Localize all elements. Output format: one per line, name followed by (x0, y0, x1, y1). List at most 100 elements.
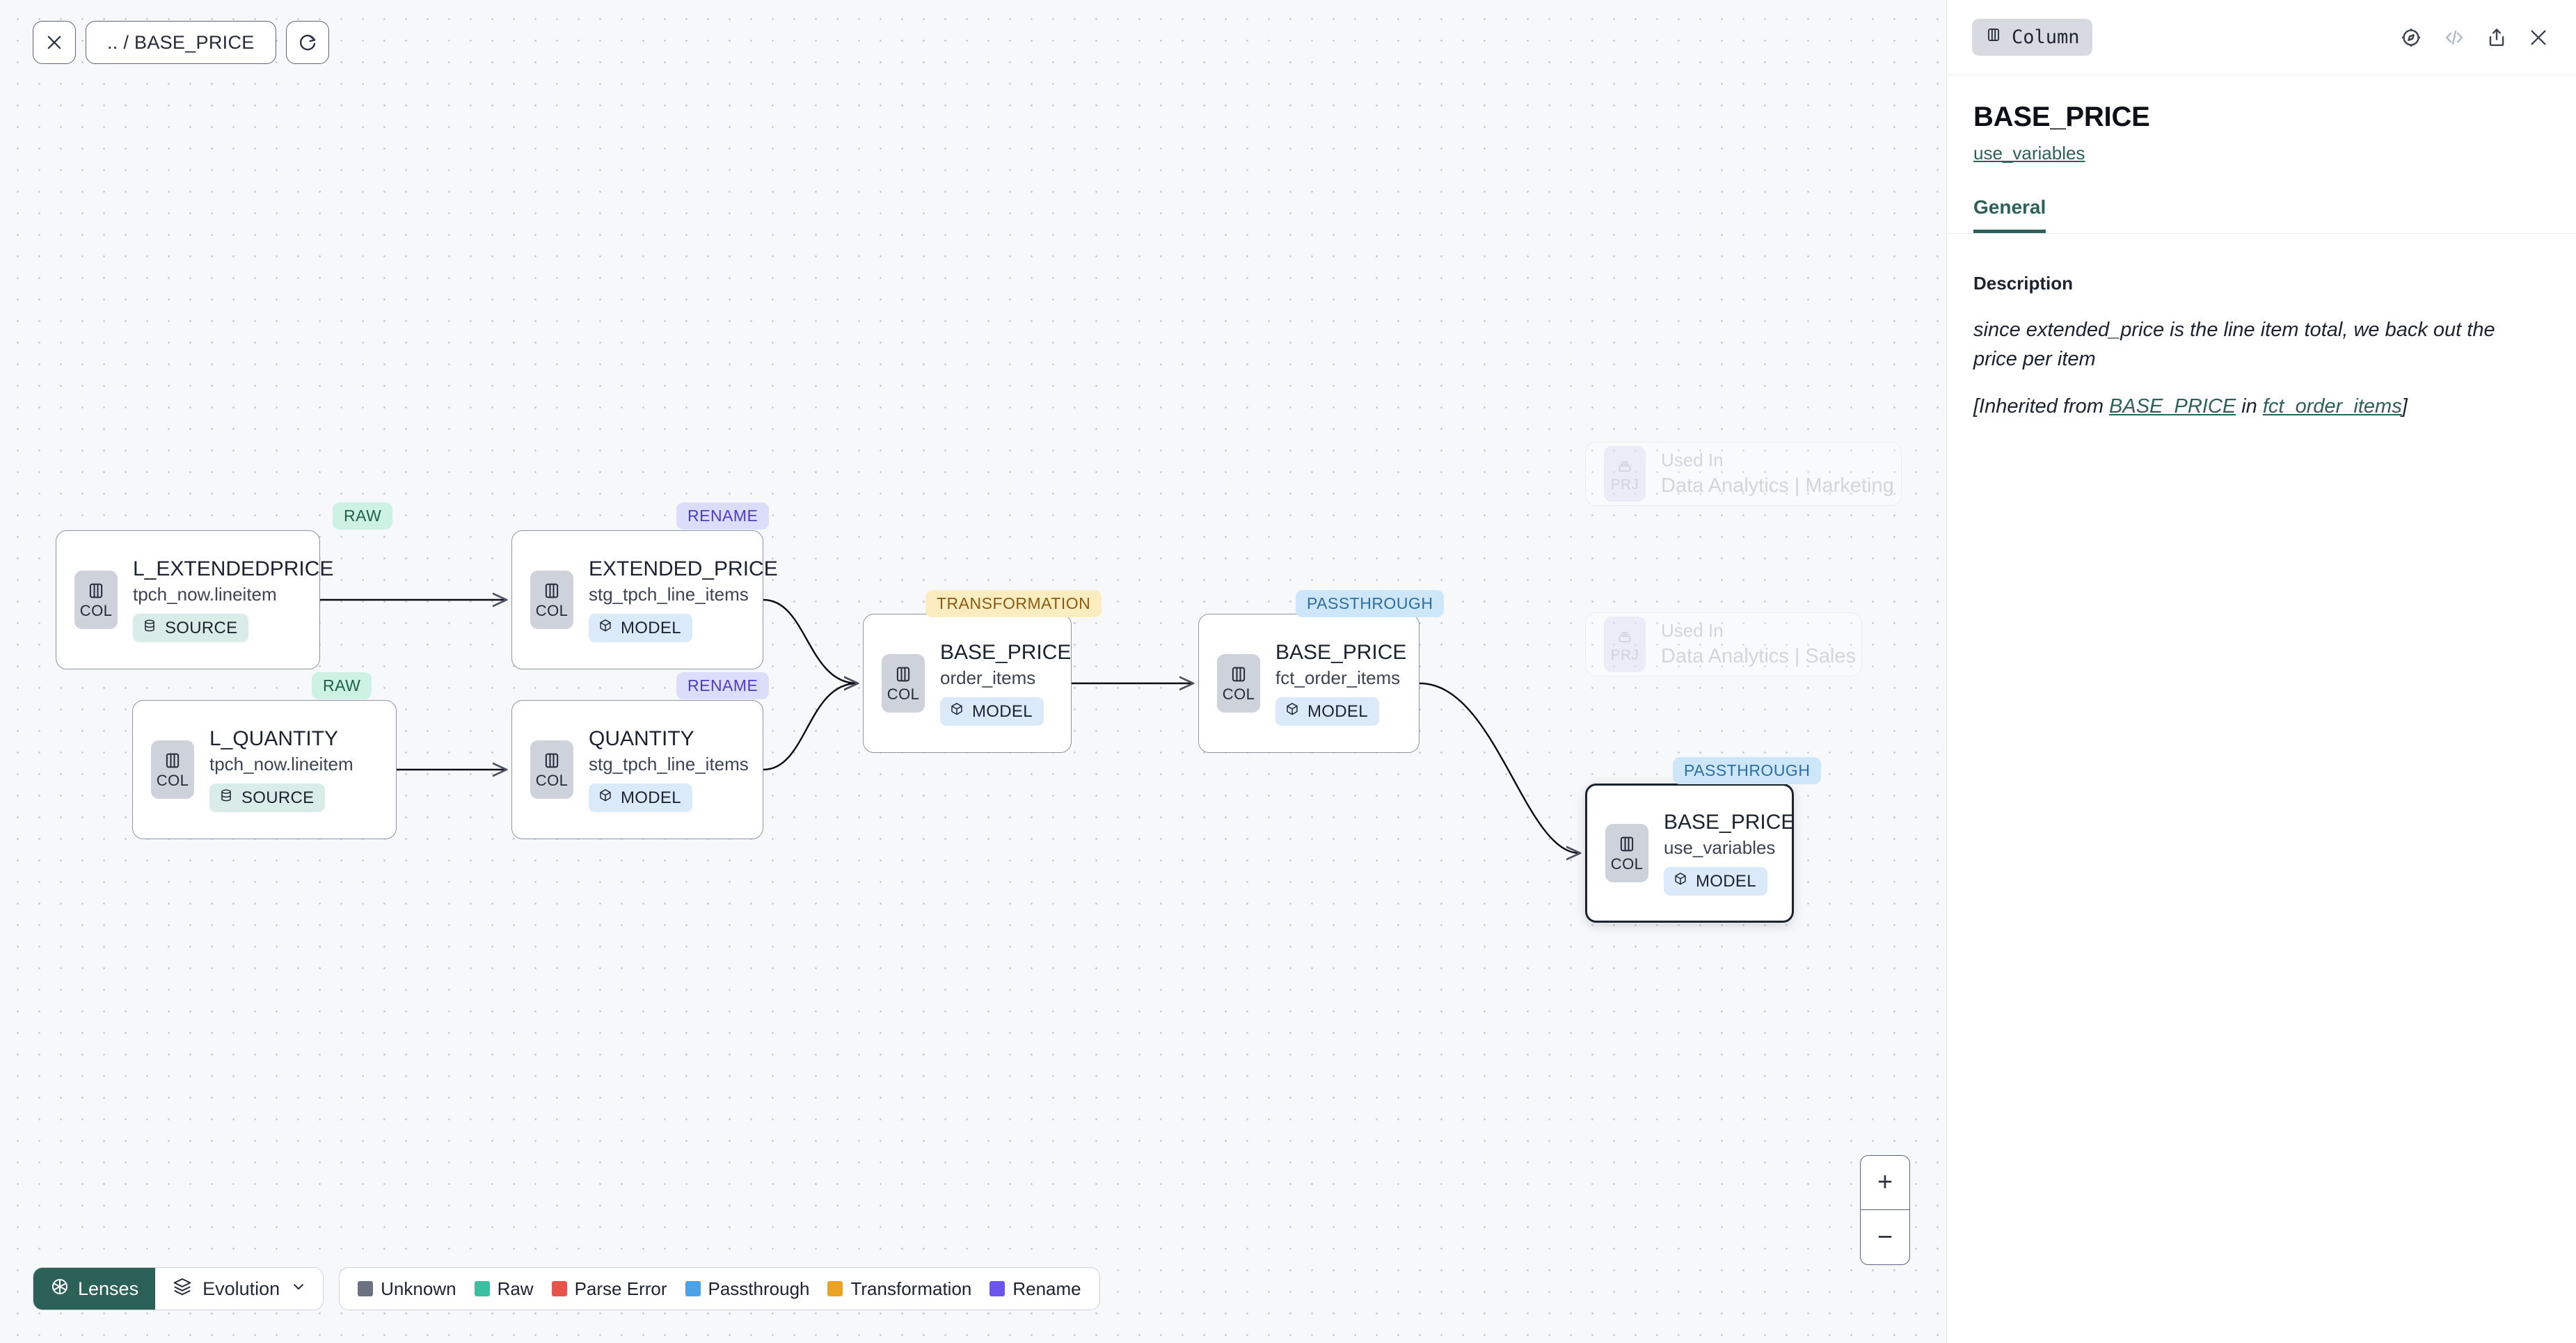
aperture-icon (50, 1277, 70, 1301)
code-icon[interactable] (2442, 26, 2466, 49)
inherited-column-link[interactable]: BASE_PRICE (2109, 395, 2236, 418)
node-subtitle: stg_tpch_line_items (589, 584, 749, 605)
lineage-canvas[interactable]: .. / BASE_PRICE PRJ (0, 0, 1946, 1343)
node-kind-badge: MODEL (1275, 697, 1379, 726)
node-tag: TRANSFORMATION (925, 590, 1102, 617)
column-badge-label: COL (535, 602, 569, 620)
node-kind-badge: MODEL (589, 784, 692, 813)
close-graph-button[interactable] (33, 21, 76, 64)
legend: Unknown Raw Parse Error Passthrough Tran… (339, 1267, 1100, 1310)
lenses-label: Lenses (78, 1278, 139, 1299)
column-badge-label: COL (887, 685, 920, 704)
cube-icon (1285, 701, 1300, 722)
legend-swatch (358, 1281, 374, 1296)
node-title: BASE_PRICE (1664, 810, 1795, 834)
lineage-node[interactable]: COL QUANTITY stg_tpch_line_items MODEL (511, 700, 763, 839)
panel-header-actions (2399, 26, 2550, 49)
node-kind-label: SOURCE (165, 618, 238, 637)
column-badge-label: COL (156, 772, 189, 790)
column-icon: COL (151, 740, 194, 799)
node-title: EXTENDED_PRICE (589, 557, 778, 580)
legend-label: Parse Error (574, 1278, 667, 1299)
node-kind-label: SOURCE (241, 788, 315, 807)
share-icon[interactable] (2486, 26, 2508, 49)
description-section: Description since extended_price is the … (1947, 234, 2576, 421)
description-body: since extended_price is the line item to… (1973, 319, 2495, 371)
node-subtitle: fct_order_items (1275, 667, 1401, 689)
database-icon (218, 788, 234, 808)
description-inherited: [Inherited from BASE_PRICE in fct_order_… (1973, 392, 2530, 421)
panel-header: Column (1947, 0, 2576, 75)
lineage-node-selected[interactable]: COL BASE_PRICE use_variables MODEL (1585, 784, 1795, 923)
zoom-controls: + − (1860, 1155, 1910, 1265)
cube-icon (1673, 871, 1688, 891)
column-badge-label: COL (1610, 855, 1644, 873)
legend-swatch (551, 1281, 567, 1296)
breadcrumb[interactable]: .. / BASE_PRICE (86, 21, 276, 64)
used-in-card[interactable]: PRJ Used In Data Analytics | Marketing (1585, 442, 1902, 506)
inherited-suffix: ] (2401, 395, 2408, 418)
lenses-button[interactable]: Lenses (33, 1268, 156, 1310)
lineage-node[interactable]: COL EXTENDED_PRICE stg_tpch_line_items M… (511, 530, 778, 669)
column-badge-label: COL (79, 602, 113, 620)
lineage-node[interactable]: COL BASE_PRICE order_items MODEL (863, 614, 1072, 753)
legend-item[interactable]: Unknown (358, 1278, 456, 1300)
node-kind-badge: MODEL (940, 697, 1044, 726)
tab-general[interactable]: General (1973, 196, 2046, 233)
node-tag: PASSTHROUGH (1673, 757, 1822, 784)
node-subtitle: tpch_now.lineitem (209, 754, 353, 775)
used-in-value: Data Analytics | Sales (1661, 644, 1856, 667)
column-badge-label: COL (535, 772, 569, 790)
legend-item[interactable]: Passthrough (685, 1278, 810, 1300)
node-subtitle: stg_tpch_line_items (589, 754, 749, 775)
inherited-mid: in (2236, 395, 2263, 418)
cube-icon (598, 788, 613, 808)
used-in-value: Data Analytics | Marketing (1661, 474, 1894, 497)
node-tag: RAW (333, 502, 393, 530)
compass-icon[interactable] (2399, 26, 2423, 49)
parent-model-link[interactable]: use_variables (1973, 143, 2085, 164)
node-kind-badge: MODEL (1664, 867, 1767, 896)
legend-item[interactable]: Rename (989, 1278, 1081, 1300)
legend-label: Unknown (381, 1278, 456, 1299)
zoom-in-button[interactable]: + (1861, 1156, 1909, 1210)
zoom-out-button[interactable]: − (1877, 1222, 1893, 1252)
project-icon: PRJ (1604, 617, 1646, 672)
node-subtitle: use_variables (1664, 837, 1776, 859)
legend-swatch (989, 1281, 1005, 1296)
node-title: BASE_PRICE (940, 640, 1072, 664)
inherited-prefix: [Inherited from (1973, 395, 2110, 418)
legend-item[interactable]: Parse Error (551, 1278, 667, 1300)
legend-swatch (474, 1281, 490, 1296)
evolution-dropdown[interactable]: Evolution (155, 1268, 324, 1310)
node-subtitle: tpch_now.lineitem (133, 584, 277, 605)
description-heading: Description (1973, 273, 2074, 294)
project-icon: PRJ (1604, 446, 1646, 502)
refresh-button[interactable] (285, 21, 329, 64)
column-icon: COL (882, 653, 925, 713)
project-badge-label: PRJ (1610, 476, 1639, 493)
legend-label: Passthrough (708, 1278, 810, 1299)
cube-icon (949, 701, 964, 722)
legend-swatch (685, 1281, 701, 1296)
column-icon: COL (74, 570, 118, 629)
used-in-card[interactable]: PRJ Used In Data Analytics | Sales (1585, 612, 1862, 676)
column-badge-label: COL (1222, 685, 1255, 704)
canvas-toolbar: .. / BASE_PRICE (33, 21, 329, 64)
details-panel: Column (1946, 0, 2576, 1343)
node-title: QUANTITY (589, 726, 694, 750)
legend-item[interactable]: Transformation (827, 1278, 971, 1300)
layers-icon (172, 1276, 193, 1302)
close-icon[interactable] (2527, 26, 2550, 49)
column-icon (1985, 26, 2003, 49)
legend-item[interactable]: Raw (474, 1278, 534, 1300)
lineage-node[interactable]: COL L_QUANTITY tpch_now.lineitem SOURCE (132, 700, 397, 839)
inherited-model-link[interactable]: fct_order_items (2262, 395, 2402, 418)
node-subtitle: order_items (940, 667, 1036, 689)
legend-label: Transformation (850, 1278, 972, 1299)
node-title: L_EXTENDEDPRICE (133, 557, 334, 580)
lineage-node[interactable]: COL L_EXTENDEDPRICE tpch_now.lineitem SO… (56, 530, 334, 669)
lineage-node[interactable]: COL BASE_PRICE fct_order_items MODEL (1198, 614, 1420, 753)
node-kind-label: MODEL (621, 618, 681, 637)
node-kind-badge: SOURCE (209, 784, 326, 813)
